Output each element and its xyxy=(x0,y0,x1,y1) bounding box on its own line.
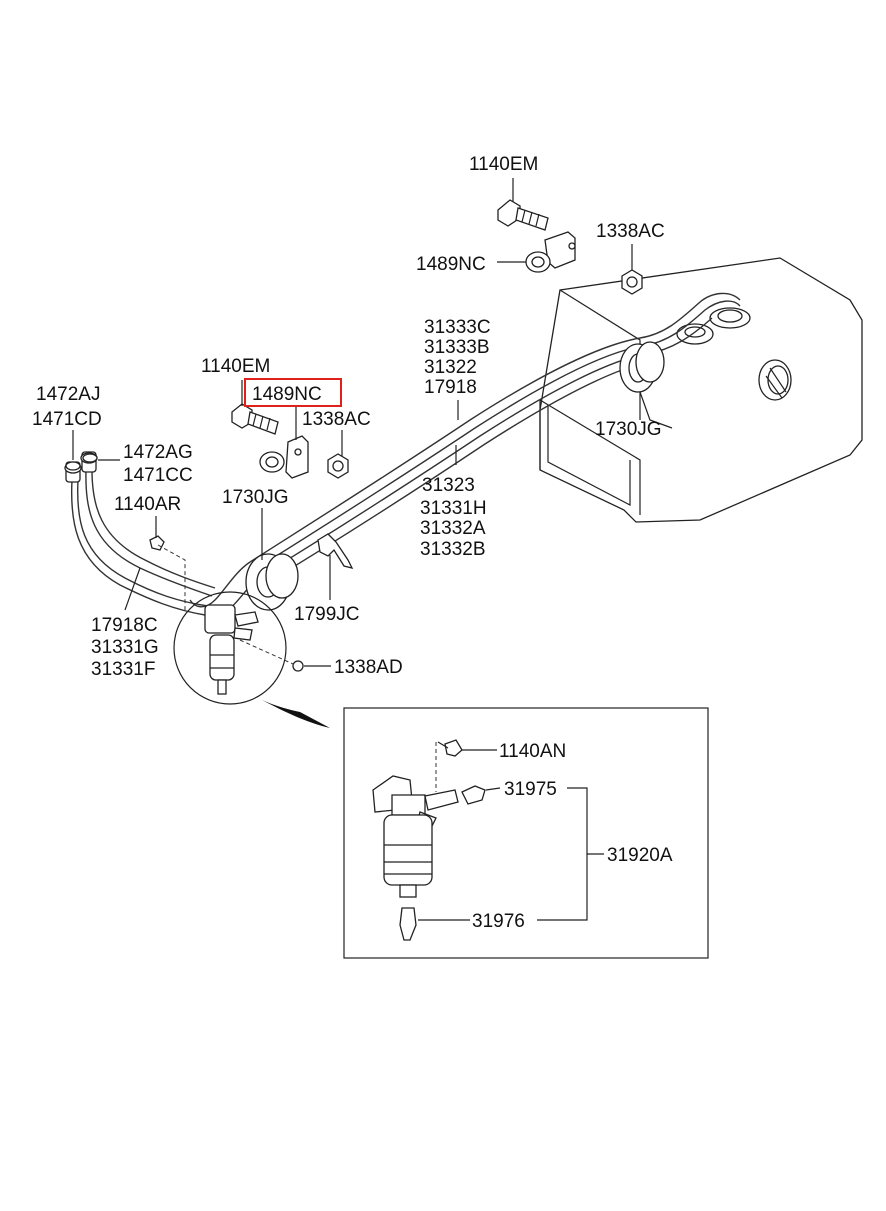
label-detail-fitting-bottom: 31976 xyxy=(472,911,525,932)
labels: 1140EM 1489NC 1338AC 31333C 31333B 31322… xyxy=(32,154,673,932)
small-bolt xyxy=(149,535,186,610)
filter-small xyxy=(204,604,259,695)
small-nut xyxy=(239,639,304,672)
leader-lines xyxy=(72,178,673,921)
label-mid-nut: 1338AC xyxy=(302,409,371,430)
clip xyxy=(317,533,354,569)
top-bracket xyxy=(525,231,576,273)
label-grommet-right: 1730JG xyxy=(595,419,662,440)
grommet-right xyxy=(619,341,665,393)
cap-top xyxy=(65,461,81,471)
label-pipe-lower-2: 31331H xyxy=(420,498,487,519)
label-pipe-lower-1: 31323 xyxy=(422,475,475,496)
label-pipe-upper-1: 31333C xyxy=(424,317,491,338)
label-detail-fitting-top: 31975 xyxy=(504,779,557,800)
label-pipe-upper-2: 31333B xyxy=(424,337,490,358)
detail-callout-circle xyxy=(173,591,287,705)
top-nut xyxy=(621,269,643,295)
label-small-nut: 1338AD xyxy=(334,657,403,678)
label-detail-bolt: 1140AN xyxy=(499,741,566,762)
detail-filter xyxy=(372,742,459,898)
highlight-box xyxy=(244,378,342,407)
label-pipe-upper-4: 17918 xyxy=(424,377,477,398)
label-small-bolt: 1140AR xyxy=(114,494,181,515)
label-cap-top-1: 1472AJ xyxy=(36,384,100,405)
top-bolt xyxy=(497,199,549,231)
label-hose-3: 31331F xyxy=(91,659,155,680)
label-hose-2: 31331G xyxy=(91,637,159,658)
cap-mid xyxy=(82,453,98,463)
label-pipe-upper-3: 31322 xyxy=(424,357,477,378)
label-detail-assembly: 31920A xyxy=(607,845,673,866)
mid-nut xyxy=(327,453,349,479)
detail-fitting-bottom xyxy=(399,907,417,941)
label-mid-bracket: 1489NC xyxy=(252,384,322,405)
callout-arrow xyxy=(262,700,330,728)
label-top-bolt: 1140EM xyxy=(469,154,538,175)
label-pipe-lower-3: 31332A xyxy=(420,518,486,539)
label-cap-top-2: 1471CD xyxy=(32,409,102,430)
detail-box xyxy=(343,707,709,959)
label-top-nut: 1338AC xyxy=(596,221,665,242)
label-cap-mid-1: 1472AG xyxy=(123,442,193,463)
grommet-left xyxy=(245,553,299,611)
label-cap-mid-2: 1471CC xyxy=(123,465,193,486)
mid-bolt xyxy=(231,403,279,435)
fuel-tank xyxy=(539,257,863,523)
label-clip: 1799JC xyxy=(294,604,360,625)
label-pipe-lower-4: 31332B xyxy=(420,539,486,560)
detail-fitting-top xyxy=(461,785,486,805)
detail-bolt xyxy=(437,739,463,757)
label-top-bracket: 1489NC xyxy=(416,254,486,275)
label-mid-bolt: 1140EM xyxy=(201,356,270,377)
mid-bracket xyxy=(259,435,309,479)
label-hose-1: 17918C xyxy=(91,615,158,636)
label-grommet-left: 1730JG xyxy=(222,487,289,508)
